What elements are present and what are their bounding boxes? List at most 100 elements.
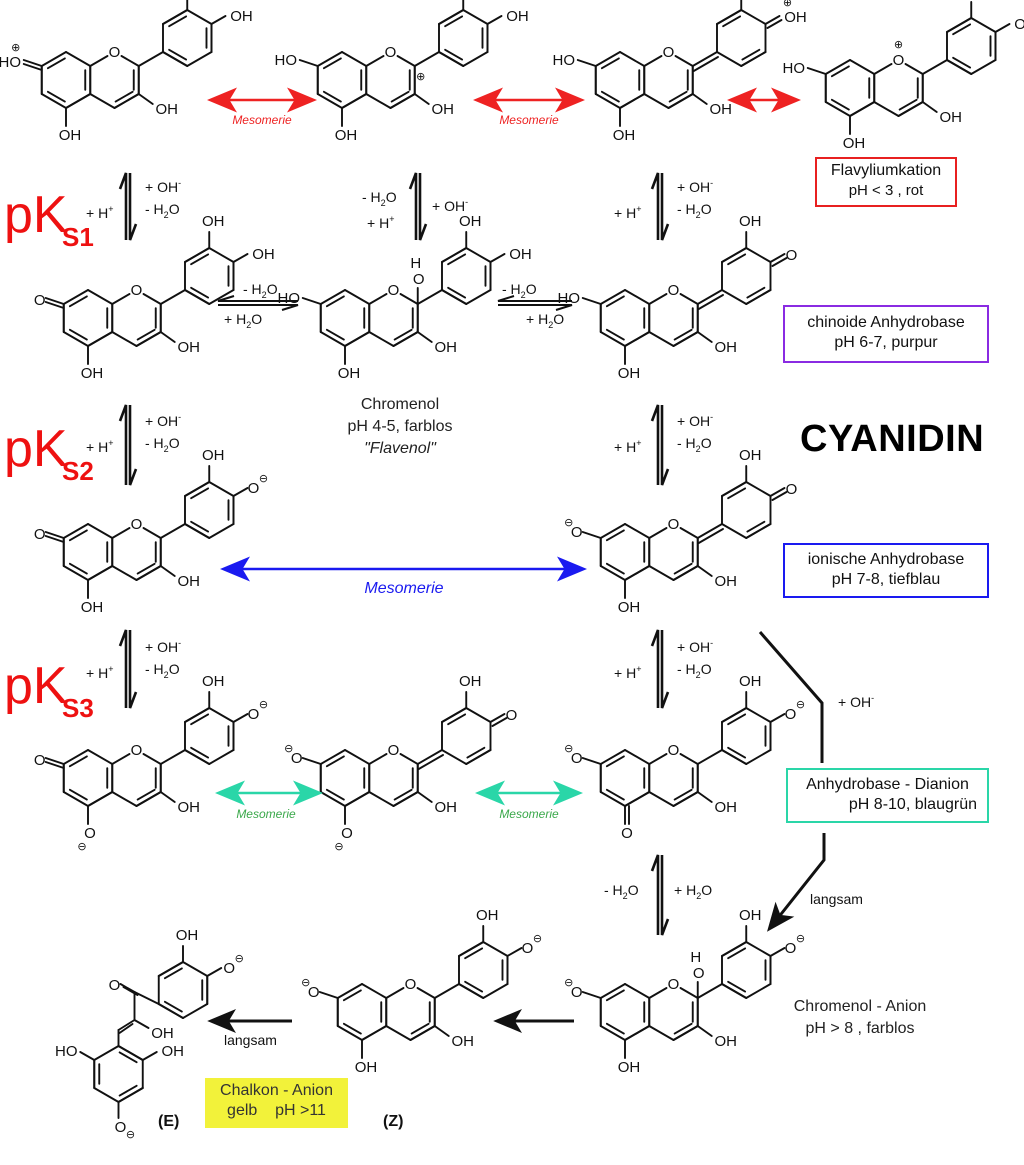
c5-hydroxyl: OH — [618, 365, 641, 382]
bond — [117, 1019, 136, 1031]
ring-oxygen: O — [385, 44, 397, 61]
pk-subscript: S1 — [62, 222, 94, 252]
bond — [186, 9, 213, 25]
superscript: + — [636, 204, 641, 214]
bond — [133, 1019, 150, 1029]
bond — [581, 297, 602, 305]
bond-inner — [390, 90, 410, 103]
bond-inner — [163, 1000, 183, 1013]
bond — [745, 523, 772, 539]
c7-oxide: O — [308, 984, 320, 1001]
subscript: 2 — [623, 891, 628, 901]
b3-hydroxyl: OH — [202, 447, 225, 464]
bond-inner — [342, 989, 362, 1002]
bond-inner — [952, 56, 972, 69]
c3-hydroxyl: OH — [709, 101, 732, 118]
bond-inner — [600, 57, 620, 70]
bond — [462, 9, 489, 25]
bond — [438, 51, 465, 67]
c2-b-ring-bond — [416, 289, 443, 305]
bond — [93, 1087, 120, 1103]
bond — [319, 331, 346, 347]
bond-inner — [830, 98, 850, 111]
c3-hydroxyl: OH — [939, 109, 962, 126]
formula-rest: O — [701, 882, 712, 898]
bond-inner — [727, 487, 747, 500]
b3-hydroxyl: OH — [202, 213, 225, 230]
bond — [849, 59, 876, 75]
pk-subscript: S2 — [62, 456, 94, 486]
bond — [619, 51, 646, 67]
bond — [745, 983, 772, 999]
bond-inner — [741, 48, 761, 61]
bond-inner — [727, 253, 747, 266]
bond — [824, 59, 851, 75]
c5-hydroxyl: OH — [613, 127, 636, 144]
bond — [159, 331, 176, 343]
backward-harpoon — [217, 295, 298, 302]
bond — [721, 247, 748, 263]
c5-hydroxyl: OH — [355, 1059, 378, 1076]
formula-rest: O — [386, 189, 397, 205]
bond — [336, 1025, 363, 1041]
c7-hydroxyl: HO — [553, 52, 576, 69]
c7-oxide: O — [571, 750, 583, 767]
bond — [298, 59, 319, 67]
bond-inner — [727, 980, 747, 993]
c3-hydroxyl: OH — [434, 339, 457, 356]
bond — [210, 15, 227, 25]
bond — [946, 17, 973, 33]
b4-oxide: O — [223, 960, 235, 977]
pk-main: pK — [4, 657, 68, 715]
cond-right-1-minus-water: - H2O — [677, 201, 712, 220]
b4-oxide: O — [522, 940, 534, 957]
bond-inner — [68, 295, 88, 308]
cond-bottom-minus-water: - H2O — [604, 882, 639, 901]
c3-hydroxyl: OH — [177, 573, 200, 590]
bond — [745, 749, 772, 765]
bond — [849, 101, 876, 117]
b3-hydroxyl: OH — [739, 447, 762, 464]
b4-hydroxyl: OH — [506, 8, 529, 25]
forward-harpoon — [650, 854, 660, 935]
bond — [581, 757, 602, 765]
bond — [365, 55, 385, 67]
bond — [824, 101, 851, 117]
b3-hydroxyl: OH — [176, 927, 199, 944]
bond — [208, 749, 235, 765]
c7-negative-charge: ⊖ — [564, 516, 573, 529]
bond — [696, 791, 713, 803]
bond — [416, 791, 433, 803]
bond — [159, 791, 176, 803]
bond-inner — [322, 90, 342, 103]
ring-oxygen: O — [131, 282, 143, 299]
bond — [946, 59, 973, 75]
bond — [62, 749, 89, 765]
bond-inner — [114, 90, 134, 103]
bond-inner — [163, 967, 183, 980]
ionic-box-line1: ionische Anhydrobase — [807, 551, 965, 568]
c7-carbonyl: O — [34, 752, 46, 769]
equilibrium-right-3 — [650, 629, 670, 709]
bond — [40, 51, 67, 67]
bond — [111, 791, 138, 807]
bond — [137, 93, 154, 105]
cond-langsam-right: langsam — [810, 891, 863, 907]
c2-b-ring-bond — [137, 51, 164, 67]
bond — [111, 527, 131, 539]
bond — [441, 289, 468, 305]
bond-inner — [68, 529, 88, 542]
bond-inner — [444, 48, 464, 61]
cond-right-2-minus-water: - H2O — [677, 435, 712, 454]
c7-hydroxyl: HO — [558, 290, 581, 307]
bond — [465, 707, 492, 723]
bond — [970, 59, 997, 75]
